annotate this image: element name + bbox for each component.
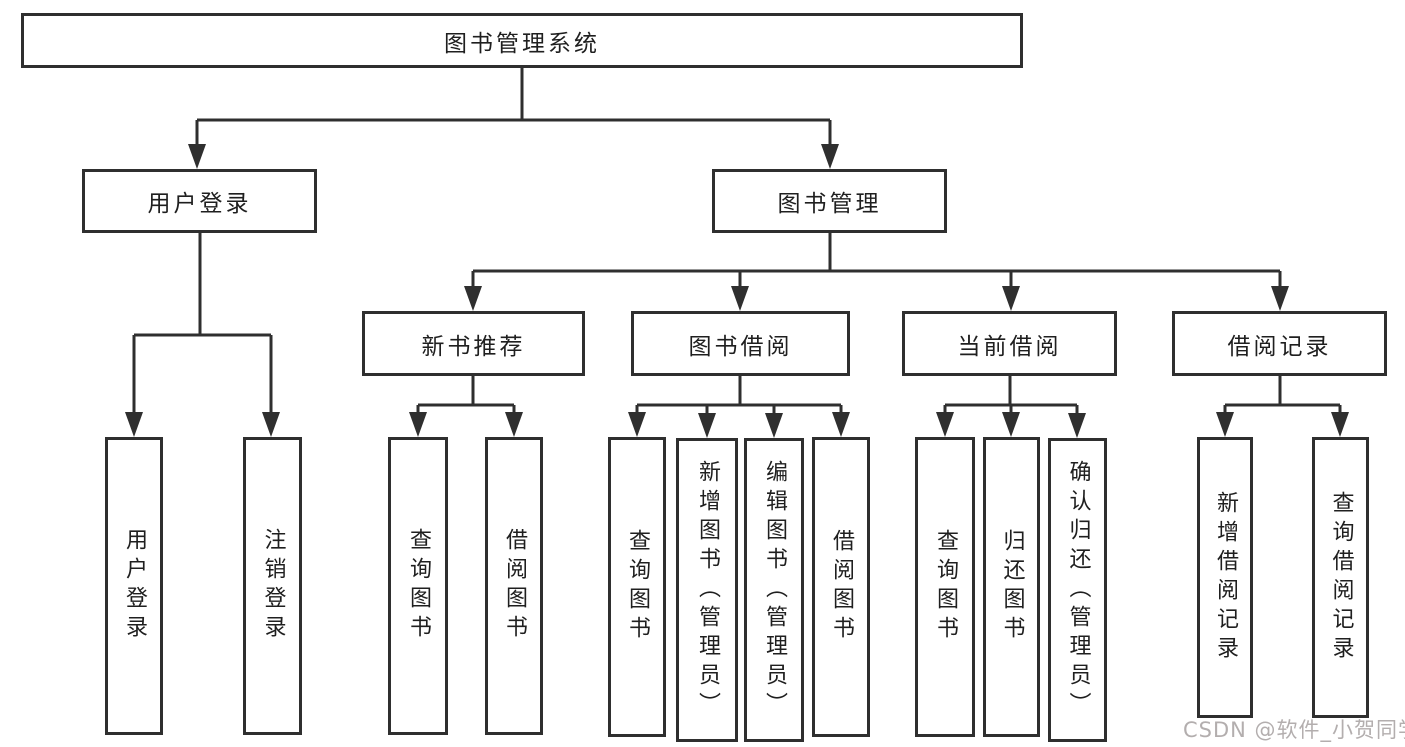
leaf-user-login: 用户登录 <box>105 437 163 735</box>
leaf-edit-book-admin-label: 编辑图书（管理员） <box>762 459 787 721</box>
leaf-confirm-return-admin: 确认归还（管理员） <box>1048 438 1107 742</box>
node-new-book-recommend-label: 新书推荐 <box>421 333 526 360</box>
node-library-system: 图书管理系统 <box>21 13 1023 68</box>
leaf-add-book-admin-label: 新增图书（管理员） <box>695 459 720 721</box>
leaf-borrow-books-borrowing-label: 借阅图书 <box>829 529 854 645</box>
leaf-add-borrow-record: 新增借阅记录 <box>1197 437 1253 718</box>
leaf-query-books-current-label: 查询图书 <box>933 529 958 645</box>
leaf-borrow-books-borrowing: 借阅图书 <box>812 437 870 737</box>
node-book-management-label: 图书管理 <box>777 191 882 217</box>
leaf-borrow-books-recommend: 借阅图书 <box>485 437 543 735</box>
node-library-system-label: 图书管理系统 <box>444 30 600 57</box>
leaf-query-books-recommend: 查询图书 <box>388 437 448 735</box>
node-user-login-label: 用户登录 <box>147 191 252 217</box>
leaf-query-borrow-record-label: 查询借阅记录 <box>1328 490 1354 665</box>
leaf-query-books-current: 查询图书 <box>915 437 975 737</box>
leaf-edit-book-admin: 编辑图书（管理员） <box>744 438 804 742</box>
leaf-query-books-borrowing: 查询图书 <box>608 437 666 737</box>
leaf-borrow-books-recommend-label: 借阅图书 <box>502 528 527 644</box>
node-current-borrowing: 当前借阅 <box>902 311 1117 376</box>
leaf-return-book-label: 归还图书 <box>999 529 1025 645</box>
node-borrowing-records-label: 借阅记录 <box>1227 333 1332 360</box>
leaf-return-book: 归还图书 <box>983 437 1040 737</box>
leaf-logout: 注销登录 <box>243 437 302 735</box>
leaf-user-login-label: 用户登录 <box>122 528 147 644</box>
leaf-add-book-admin: 新增图书（管理员） <box>676 438 738 742</box>
node-borrowing-records: 借阅记录 <box>1172 311 1387 376</box>
node-book-management: 图书管理 <box>712 169 947 233</box>
leaf-logout-label: 注销登录 <box>260 528 286 644</box>
node-new-book-recommend: 新书推荐 <box>362 311 585 376</box>
node-user-login: 用户登录 <box>82 169 317 233</box>
leaf-confirm-return-admin-label: 确认归还（管理员） <box>1065 459 1091 721</box>
node-current-borrowing-label: 当前借阅 <box>957 333 1062 360</box>
arrowheads <box>125 144 1349 438</box>
csdn-watermark: CSDN @软件_小贺同学 <box>1183 718 1405 742</box>
leaf-query-books-borrowing-label: 查询图书 <box>625 529 650 645</box>
leaf-add-borrow-record-label: 新增借阅记录 <box>1213 490 1238 665</box>
leaf-query-borrow-record: 查询借阅记录 <box>1312 437 1369 718</box>
node-book-borrowing: 图书借阅 <box>631 311 850 376</box>
leaf-query-books-recommend-label: 查询图书 <box>406 528 431 644</box>
node-book-borrowing-label: 图书借阅 <box>688 333 793 360</box>
